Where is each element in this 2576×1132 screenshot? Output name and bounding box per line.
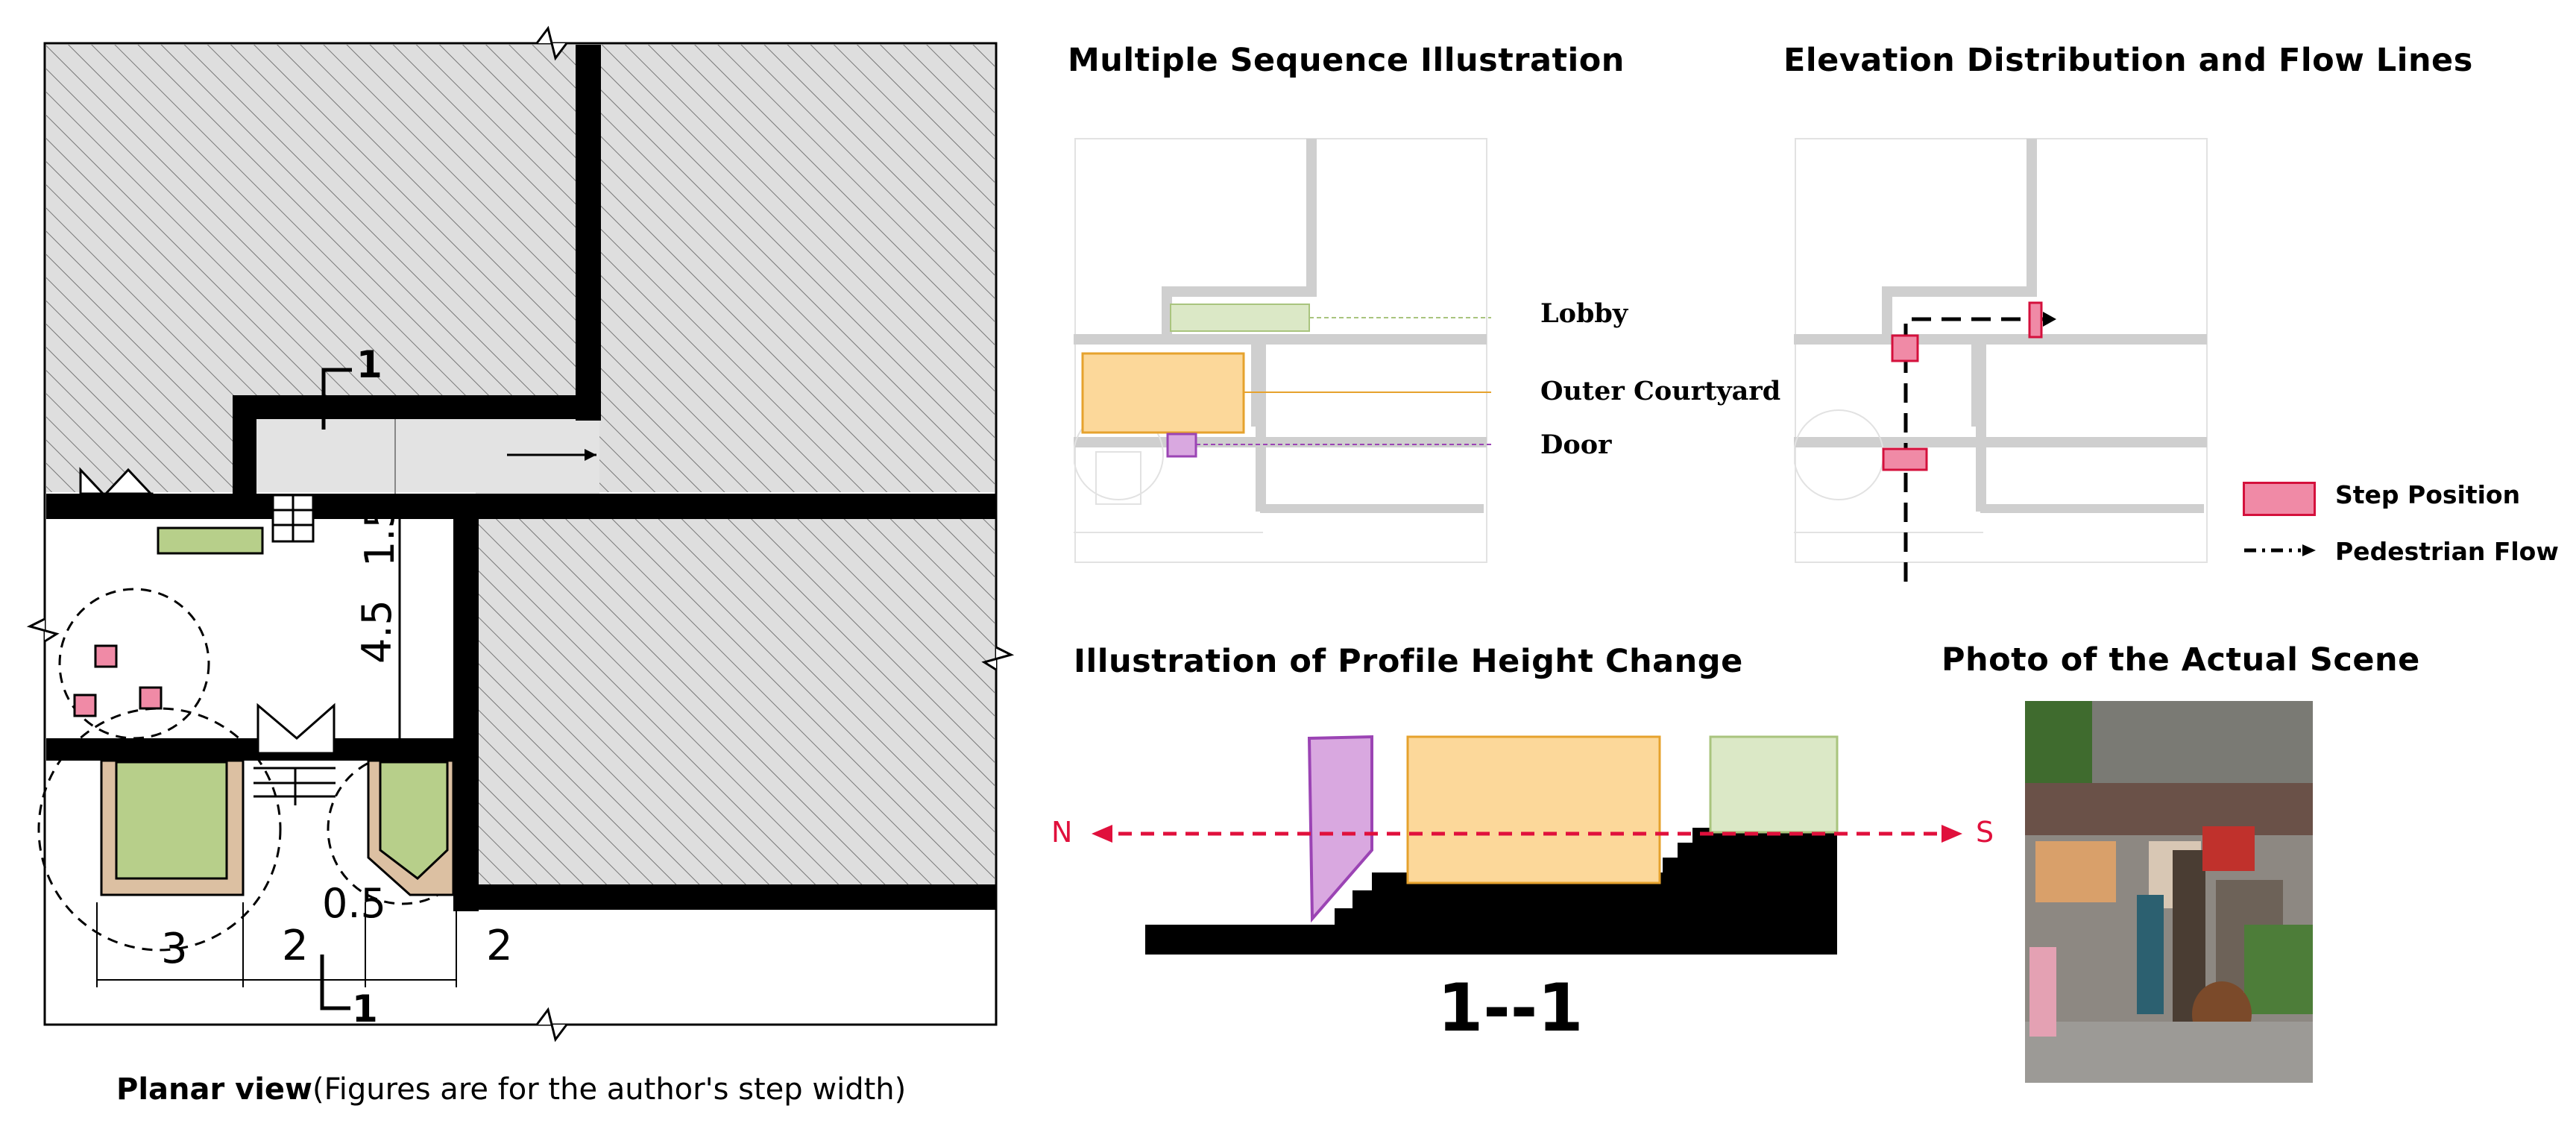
red-marker xyxy=(94,644,118,668)
legend-step-swatch xyxy=(2243,482,2316,516)
label-door: Door xyxy=(1540,430,1612,460)
dim-label: 4.5 xyxy=(353,600,400,664)
label-lobby: Lobby xyxy=(1540,298,1628,329)
label-outer-courtyard: Outer Courtyard xyxy=(1540,376,1781,406)
hatched-block-top-right xyxy=(599,45,995,492)
courtyard-profile xyxy=(1406,735,1661,884)
section-marker-bottom-label: 1 xyxy=(352,987,378,1031)
scene-photo xyxy=(2025,701,2313,1083)
door-profile xyxy=(1307,735,1373,923)
dim-label: 0.5 xyxy=(322,880,386,927)
door-box xyxy=(1166,433,1197,458)
courtyard-box xyxy=(1081,352,1245,434)
profile-panel xyxy=(1044,723,2013,969)
elevation-panel xyxy=(1793,134,2211,582)
red-marker xyxy=(73,694,97,717)
planar-view-caption: Planar view(Figures are for the author's… xyxy=(116,1072,906,1107)
dim-label: 2 xyxy=(282,922,309,970)
sequence-title: Multiple Sequence Illustration xyxy=(1068,42,1625,79)
legend-flow-label: Pedestrian Flow xyxy=(2335,537,2559,566)
south-label: S xyxy=(1976,816,1994,849)
dim-label: 3 xyxy=(161,925,188,973)
red-marker xyxy=(139,686,163,710)
door-symbol-top xyxy=(79,467,154,498)
caption-rest: (Figures are for the author's step width… xyxy=(312,1072,907,1107)
dim-label: 2 xyxy=(486,922,513,970)
caption-bold: Planar view xyxy=(116,1072,313,1107)
plant-bench xyxy=(157,526,264,555)
plan-frame xyxy=(43,42,998,1026)
north-label: N xyxy=(1051,816,1073,849)
step-marker xyxy=(1891,334,1919,362)
step-marker xyxy=(1882,447,1928,471)
section-label: 1--1 xyxy=(1437,969,1584,1046)
stair-grid xyxy=(271,494,315,543)
lobby-profile xyxy=(1709,735,1839,834)
elevation-title: Elevation Distribution and Flow Lines xyxy=(1783,42,2473,79)
hatched-block-mid-right xyxy=(477,516,995,886)
legend-step-label: Step Position xyxy=(2335,480,2521,509)
legend-flow-line xyxy=(2244,544,2316,556)
lobby-box xyxy=(1170,304,1310,332)
door-symbol-mid xyxy=(256,702,336,755)
profile-title: Illustration of Profile Height Change xyxy=(1074,643,1743,680)
step-marker xyxy=(2028,301,2043,339)
planar-view-panel: 1 1 1.5 4.5 3 2 0.5 2 Planar view(Figure… xyxy=(0,0,1015,1132)
dim-label: 1.5 xyxy=(356,503,403,567)
planar-view-drawing xyxy=(26,25,1015,1043)
photo-title: Photo of the Actual Scene xyxy=(1942,641,2420,679)
sequence-panel xyxy=(1073,134,1543,567)
section-marker-top-label: 1 xyxy=(356,343,382,386)
corridor-floor xyxy=(253,407,599,497)
